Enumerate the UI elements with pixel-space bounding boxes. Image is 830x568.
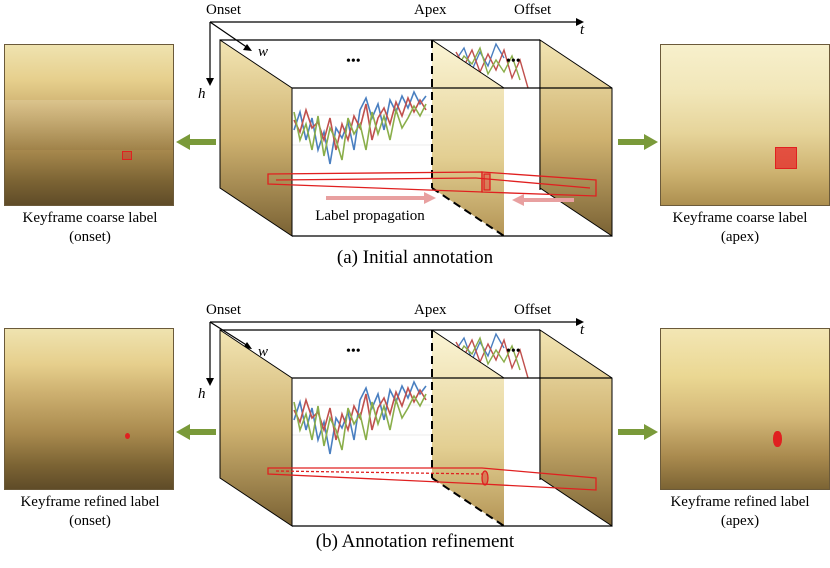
propagation-label: Label propagation bbox=[315, 208, 425, 224]
offset-frame bbox=[539, 329, 613, 527]
w-axis-label: w bbox=[258, 44, 268, 60]
ellipsis-right: ••• bbox=[506, 344, 521, 359]
apex-label: Apex bbox=[414, 2, 447, 18]
caption-apex-refined: Keyframe refined label (apex) bbox=[650, 493, 830, 531]
ellipsis-left: ••• bbox=[346, 54, 361, 69]
t-axis-label: t bbox=[580, 322, 585, 338]
caption-subline: (onset) bbox=[69, 513, 111, 529]
onset-label: Onset bbox=[206, 2, 242, 18]
coarse-label-box bbox=[775, 147, 797, 169]
apex-frame bbox=[432, 330, 504, 526]
panel-initial-annotation: Keyframe coarse label (onset) Keyframe c… bbox=[0, 2, 830, 268]
keyframe-onset-refined-image bbox=[4, 328, 174, 490]
panel-title: (a) Initial annotation bbox=[336, 247, 494, 268]
keyframe-apex-coarse-image bbox=[660, 44, 830, 206]
caption-subline: (apex) bbox=[720, 229, 760, 245]
signal-line-green bbox=[293, 393, 427, 451]
propagation-arrows bbox=[326, 192, 574, 206]
panel-title: (b) Annotation refinement bbox=[315, 531, 515, 552]
caption-onset-refined: Keyframe refined label (onset) bbox=[0, 493, 180, 531]
signal-plot bbox=[292, 332, 529, 468]
coarse-label-box bbox=[122, 151, 132, 160]
offset-frame bbox=[539, 39, 613, 237]
cube-front-edges bbox=[292, 377, 612, 527]
cube-front-edges bbox=[292, 87, 612, 237]
caption-line: Keyframe refined label bbox=[20, 494, 160, 510]
offset-label: Offset bbox=[514, 2, 552, 18]
caption-onset-coarse: Keyframe coarse label (onset) bbox=[0, 209, 180, 247]
apex-frame bbox=[432, 40, 504, 236]
ellipsis-right: ••• bbox=[506, 54, 521, 69]
apex-label: Apex bbox=[414, 302, 447, 318]
label-tube bbox=[267, 171, 597, 197]
arrow-to-onset bbox=[176, 134, 216, 150]
onset-frame bbox=[219, 39, 293, 237]
h-axis-label: h bbox=[198, 86, 206, 102]
w-axis-label: w bbox=[258, 344, 268, 360]
axes bbox=[206, 18, 584, 86]
signal-line-blue bbox=[293, 380, 427, 455]
axes bbox=[206, 318, 584, 386]
video-volume-diagram: ••• ••• Onset Apex Offset t w h bbox=[198, 302, 613, 527]
arrow-to-apex bbox=[618, 424, 658, 440]
ellipsis-left: ••• bbox=[346, 344, 361, 359]
keyframe-onset-coarse-image bbox=[4, 44, 174, 206]
caption-line: Keyframe refined label bbox=[670, 494, 810, 510]
refined-label-mark bbox=[125, 433, 130, 439]
refined-label-mark bbox=[773, 431, 782, 447]
caption-line: Keyframe coarse label bbox=[672, 210, 808, 226]
caption-subline: (apex) bbox=[720, 513, 760, 529]
caption-line: Keyframe coarse label bbox=[22, 210, 158, 226]
h-axis-label: h bbox=[198, 386, 206, 402]
signal-line-blue bbox=[293, 90, 427, 165]
t-axis-label: t bbox=[580, 22, 585, 38]
arrow-to-onset bbox=[176, 424, 216, 440]
caption-apex-coarse: Keyframe coarse label (apex) bbox=[650, 209, 830, 247]
offset-label: Offset bbox=[514, 302, 552, 318]
caption-subline: (onset) bbox=[69, 229, 111, 245]
signal-plot bbox=[292, 42, 529, 178]
video-volume-diagram: ••• ••• Label propagation bbox=[198, 2, 613, 237]
panel-annotation-refinement: Keyframe refined label (onset) Keyframe … bbox=[0, 284, 830, 568]
onset-label: Onset bbox=[206, 302, 242, 318]
keyframe-apex-refined-image bbox=[660, 328, 830, 490]
arrow-to-apex bbox=[618, 134, 658, 150]
onset-frame bbox=[219, 329, 293, 527]
label-tube bbox=[267, 467, 597, 491]
signal-line-green bbox=[293, 103, 427, 161]
